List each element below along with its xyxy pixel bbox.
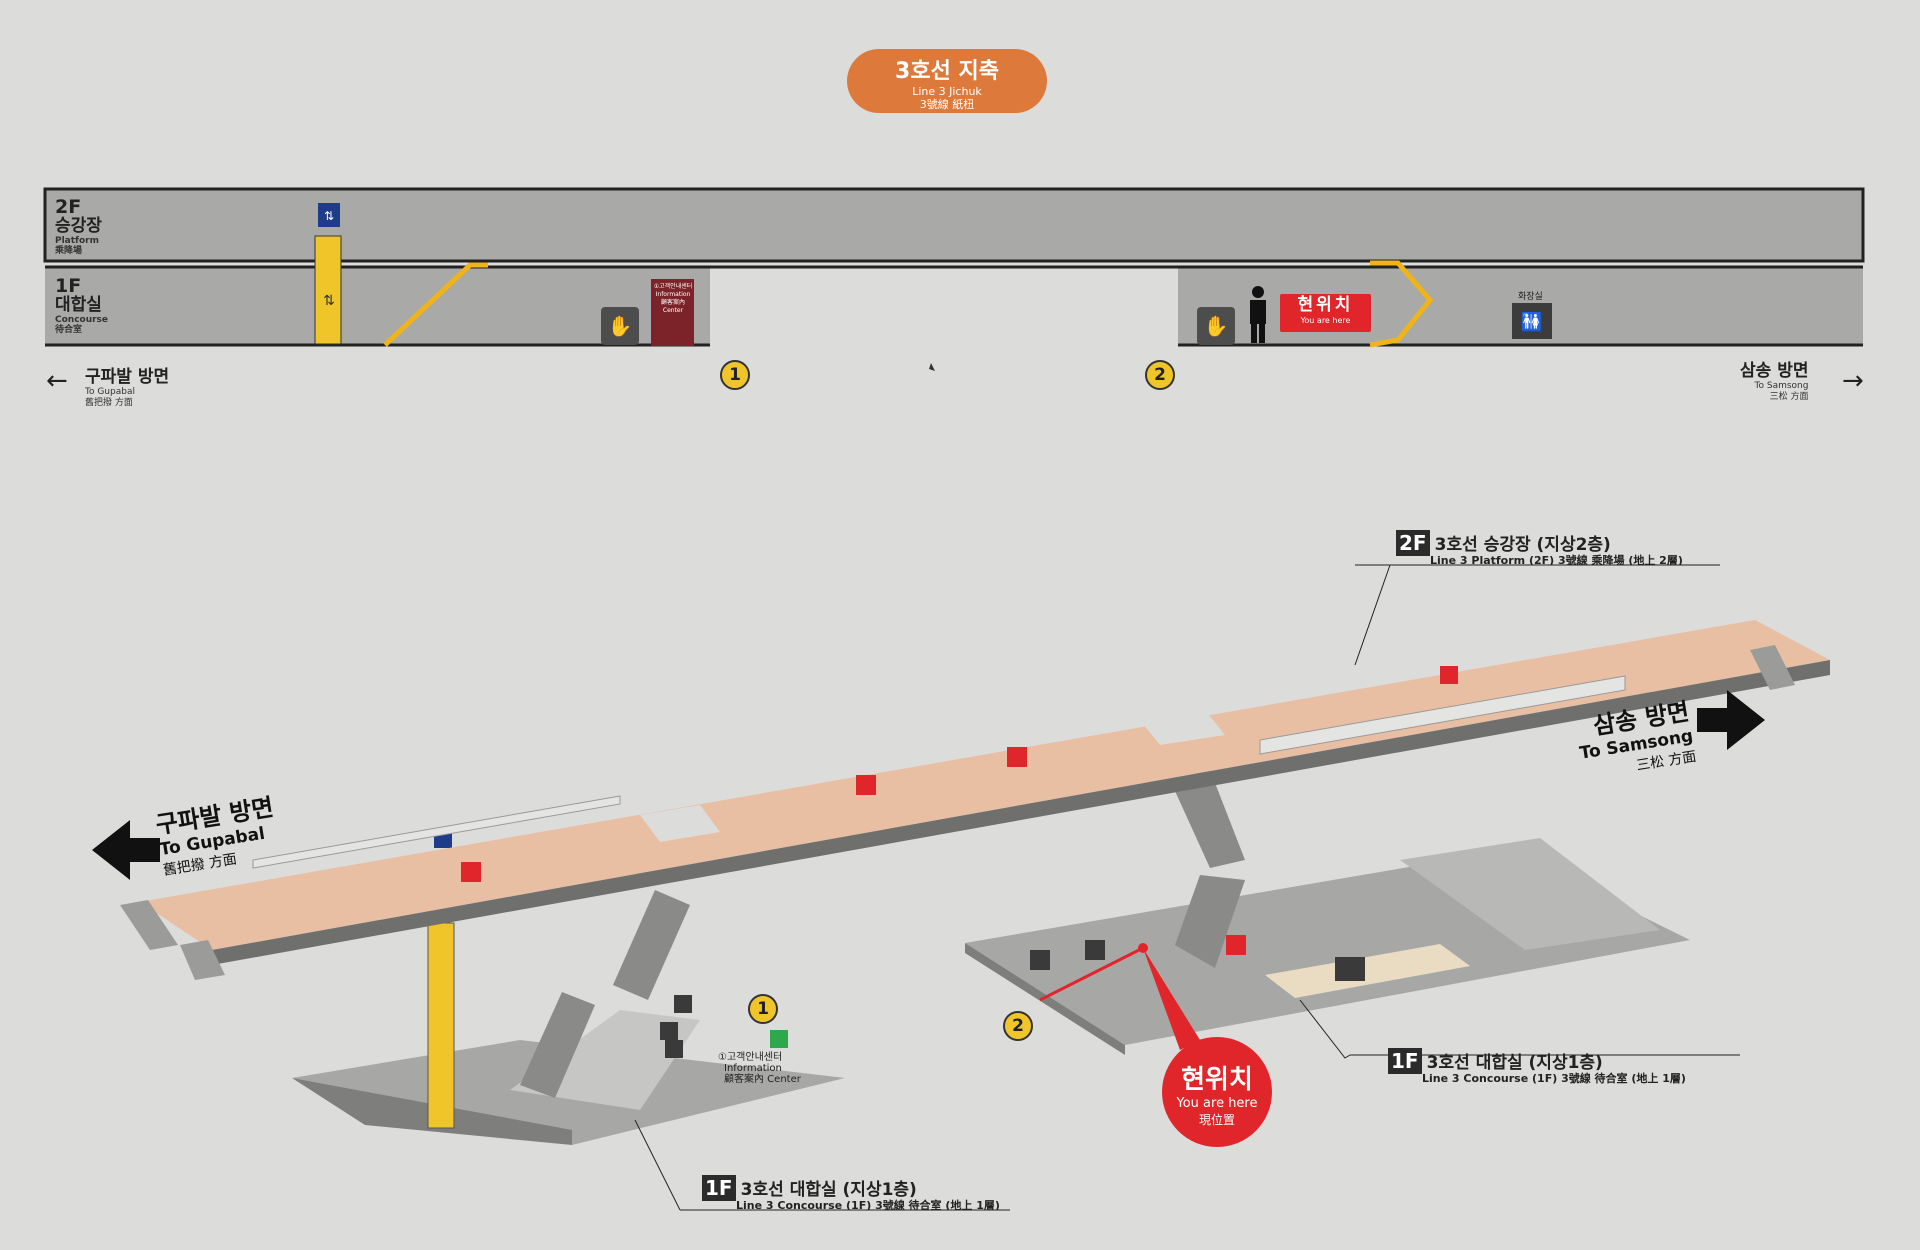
phone-icon-4 <box>1440 666 1458 684</box>
platform-surface <box>140 620 1830 950</box>
concourse-left-label: 1F 3호선 대합실 (지상1층) Line 3 Concourse (1F) … <box>702 1175 1000 1213</box>
gate-icon-3d-left <box>674 995 692 1013</box>
stairs-right <box>1369 260 1434 348</box>
level-1f-en: Concourse <box>55 315 109 325</box>
info-center-text: ①고객안내센터 Information 顧客案內 Center <box>653 283 693 314</box>
person-icon <box>1252 286 1264 298</box>
elevator-shaft <box>314 235 342 345</box>
level-1f: 1F <box>55 275 82 297</box>
route-line <box>1039 946 1144 1002</box>
level-2f-en: Platform <box>55 236 99 246</box>
level-1f-ko: 대합실 <box>55 295 102 315</box>
restroom-icon <box>1512 303 1552 339</box>
svg-text:⇅: ⇅ <box>323 293 335 309</box>
stairs-left <box>383 262 488 347</box>
restroom-area <box>1265 944 1470 998</box>
train-right <box>1259 675 1626 755</box>
svg-text:🚻: 🚻 <box>1521 311 1543 333</box>
arrow-right-icon: → <box>1842 366 1864 396</box>
station-title: 3호선 지축 Line 3 Jichuk 3號線 紙杻 <box>847 49 1047 113</box>
arrow-gupabal-icon <box>92 820 160 880</box>
exit-2-marker-3d: 2 <box>1003 1011 1033 1041</box>
gate-icon-left <box>601 307 639 345</box>
gate-icon-3d-left-3 <box>665 1040 683 1058</box>
platform-void-right <box>1140 710 1225 745</box>
phone-icon-3 <box>1007 747 1027 767</box>
platform-label: 2F 3호선 승강장 (지상2층) Line 3 Platform (2F) 3… <box>1396 530 1683 568</box>
gate-icon-right <box>1197 307 1235 345</box>
exit-1-marker-3d: 1 <box>748 994 778 1024</box>
concourse-right-label: 1F 3호선 대합실 (지상1층) Line 3 Concourse (1F) … <box>1388 1048 1686 1086</box>
gate-icon-3d-right-2 <box>1085 940 1105 960</box>
station-title-en: Line 3 Jichuk <box>912 85 982 98</box>
phone-icon-2 <box>856 775 876 795</box>
level-2f-ko: 승강장 <box>55 216 102 236</box>
svg-text:✋: ✋ <box>1204 314 1229 338</box>
level-2f-hanja: 乘降場 <box>55 246 83 256</box>
platform-band <box>43 187 1865 263</box>
section-diagram: ⇅ ⇅ ✋ ✋ 🚻 ← → <box>43 187 1865 396</box>
arrow-left-icon: ← <box>46 366 68 396</box>
restroom-label: 화장실 <box>1518 292 1543 302</box>
level-1f-hanja: 待合室 <box>55 325 83 335</box>
platform-void-left <box>640 805 720 842</box>
exit-2-marker: 2 <box>1145 360 1175 390</box>
train-left <box>252 795 621 869</box>
top-direction-left: 구파발 방면 To Gupabal 舊把撥 方面 <box>85 367 170 408</box>
info-center-sign <box>651 279 694 346</box>
aed-icon <box>770 1030 788 1048</box>
arrow-samsong-icon <box>1697 690 1765 750</box>
top-direction-right: 삼송 방면 To Samsong 三松 方面 <box>1740 361 1809 402</box>
concourse-band-left <box>45 267 710 345</box>
info-center-label-3d: ①고객안내센터 Information 顧客案內 Center <box>718 1052 801 1085</box>
svg-text:✋: ✋ <box>608 314 633 338</box>
gate-icon-3d-left-2 <box>660 1022 678 1040</box>
elevator-icon <box>318 203 340 227</box>
exit-1-marker: 1 <box>720 360 750 390</box>
elevator-shaft-3d <box>427 922 455 1129</box>
you-are-here-marker: 현위치 You are here 現位置 <box>1162 1037 1272 1147</box>
phone-icon-5 <box>1226 935 1246 955</box>
phone-icon-1 <box>461 862 481 882</box>
gate-icon-3d-right <box>1030 950 1050 970</box>
svg-text:⇅: ⇅ <box>324 209 334 223</box>
station-title-ko: 3호선 지축 <box>895 59 999 84</box>
restroom-icon-3d <box>1335 957 1365 981</box>
stairs-right-upper <box>1170 770 1245 868</box>
you-are-here-sign: 현위치 You are here <box>1280 294 1371 332</box>
level-2f: 2F <box>55 196 82 218</box>
stairs-left-lower <box>520 992 595 1098</box>
stairs-right <box>1175 875 1245 968</box>
stairs-left-upper <box>613 890 690 1000</box>
station-title-hanja: 3號線 紙杻 <box>919 98 975 111</box>
